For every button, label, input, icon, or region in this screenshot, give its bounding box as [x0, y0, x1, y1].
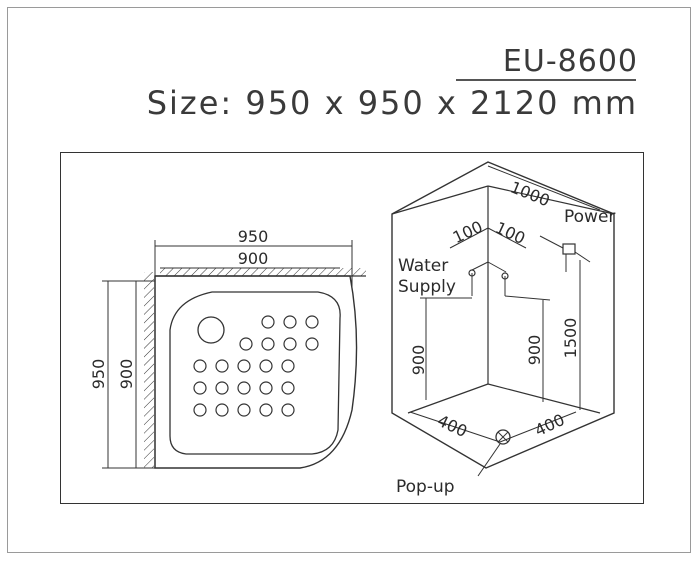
anti-slip-dot: [237, 359, 251, 373]
anti-slip-dot: [281, 381, 295, 395]
iso-view: [391, 161, 615, 477]
dim-offset-left: 100: [450, 217, 486, 247]
anti-slip-dot: [193, 403, 207, 417]
anti-slip-dot: [283, 315, 297, 329]
outer-frame: [7, 7, 691, 553]
dim-height-power: 1500: [561, 318, 580, 359]
label-supply: Supply: [398, 277, 456, 297]
anti-slip-dot: [305, 315, 319, 329]
anti-slip-dot: [283, 337, 297, 351]
anti-slip-dot: [193, 381, 207, 395]
drawing-panel: [60, 152, 644, 504]
dim-width-outer: 950: [238, 227, 269, 246]
anti-slip-dot: [259, 403, 273, 417]
anti-slip-dot: [215, 403, 229, 417]
dim-height-left: 900: [409, 345, 428, 376]
anti-slip-dot: [237, 381, 251, 395]
anti-slip-dot: [281, 359, 295, 373]
anti-slip-dot: [281, 403, 295, 417]
dim-depth-inner: 900: [117, 359, 136, 390]
anti-slip-dot: [261, 315, 275, 329]
anti-slip-dot: [259, 381, 273, 395]
wall-hatch-top: [160, 268, 366, 276]
anti-slip-dot: [193, 359, 207, 373]
iso-labels: 1000 100 100 Power Water Supply 900 900 …: [396, 177, 615, 497]
tray-inner-basin: [169, 291, 341, 455]
dim-height-right: 900: [525, 335, 544, 366]
dim-depth-outer: 950: [89, 359, 108, 390]
anti-slip-dot: [305, 337, 319, 351]
dim-floor-left: 400: [434, 411, 470, 441]
anti-slip-dot: [237, 403, 251, 417]
dim-offset-right: 100: [492, 218, 528, 248]
plan-view: 950 900 950 900: [89, 227, 366, 469]
model-number: EU-8600: [502, 44, 638, 79]
anti-slip-dots: [193, 315, 319, 417]
anti-slip-dot: [215, 381, 229, 395]
label-water: Water: [398, 256, 448, 276]
power-box-icon: [562, 243, 576, 255]
anti-slip-dot: [261, 337, 275, 351]
plan-drain: [197, 316, 225, 344]
size-spec: Size: 950 x 950 x 2120 mm: [146, 84, 638, 122]
anti-slip-dot: [239, 337, 253, 351]
label-power: Power: [564, 207, 615, 227]
model-underline: [456, 79, 636, 81]
tray-outline: [154, 275, 358, 469]
dim-width-inner: 900: [238, 249, 269, 268]
anti-slip-dot: [259, 359, 273, 373]
anti-slip-dot: [215, 359, 229, 373]
popup-drain-icon: [495, 429, 511, 445]
wall-hatch-left: [144, 272, 154, 468]
label-popup: Pop-up: [396, 477, 455, 497]
